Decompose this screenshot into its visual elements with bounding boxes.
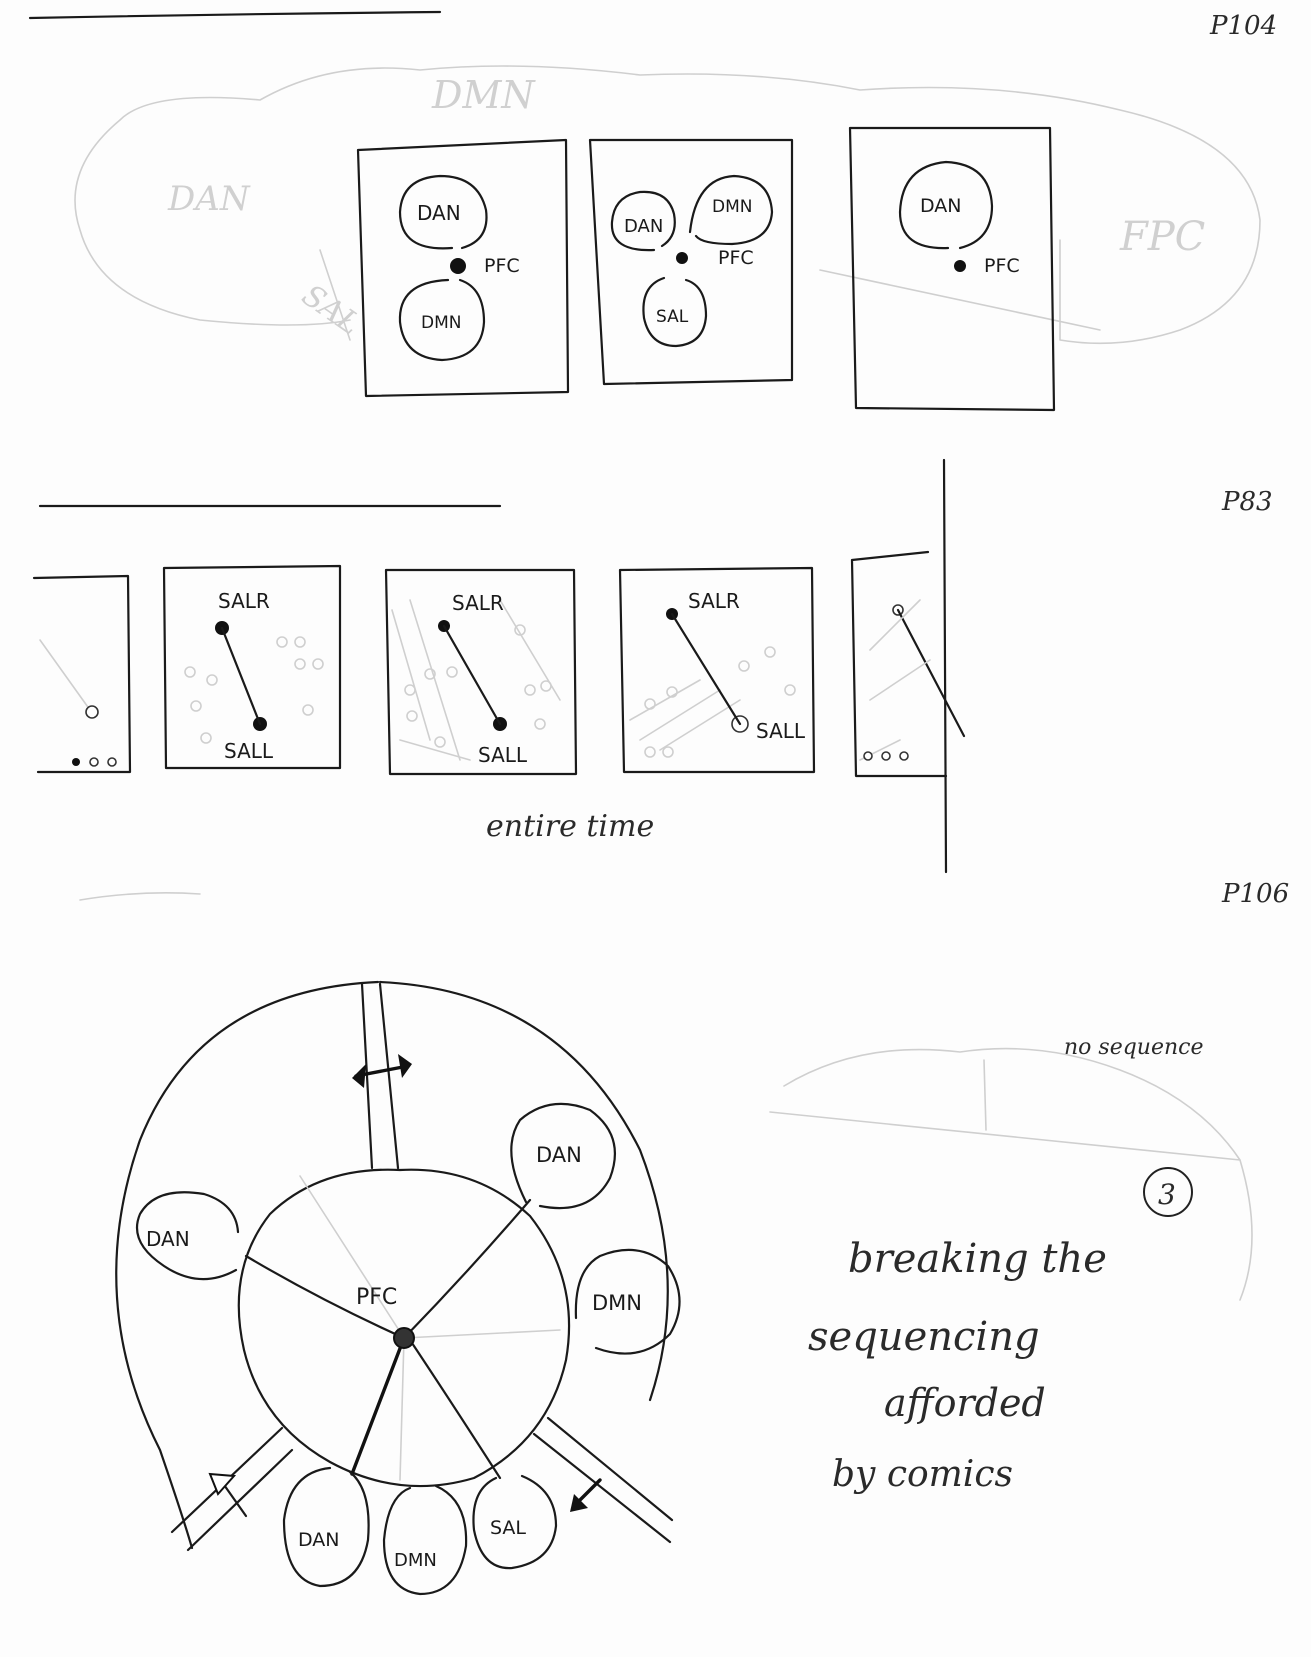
bg-label-dmn: DMN	[431, 73, 536, 117]
pfc-hub-1	[450, 258, 466, 274]
background-cloud	[74, 65, 1261, 345]
middle-row-frame	[38, 458, 948, 874]
note-line-2: sequencing	[808, 1314, 1040, 1360]
node-dmn-2-label: DMN	[712, 197, 752, 217]
bottom-divider	[79, 892, 201, 901]
mid-panel-3: SALR SALL	[618, 566, 816, 774]
note-line-4: by comics	[832, 1454, 1013, 1495]
node-dan-2	[610, 190, 676, 252]
page-ref-p104: P104	[1209, 11, 1277, 41]
satellite-sal-bottom-right-label: SAL	[490, 1517, 526, 1539]
pfc-label-3: PFC	[984, 255, 1020, 277]
pfc-hub-center	[393, 1327, 415, 1349]
top-panel-3: DAN PFC	[848, 126, 1056, 412]
node-dmn-2	[688, 174, 774, 246]
node-dan-3-label: DAN	[920, 195, 962, 217]
top-panel-1: DAN DMN PFC	[356, 138, 570, 398]
mid-panel-partial-right	[850, 550, 966, 778]
double-arrow-top	[352, 1054, 412, 1088]
bg-label-fpc: FPC	[1119, 214, 1205, 260]
satellite-dan-left-label: DAN	[146, 1227, 190, 1251]
node-dan-1-label: DAN	[417, 201, 461, 225]
node-dmn-1	[398, 278, 486, 362]
satellite-dmn-bottom: DMN	[382, 1484, 468, 1596]
top-rule-line	[28, 10, 442, 20]
arrow-up-left	[208, 1472, 248, 1518]
node-dan-1	[398, 174, 488, 250]
page-ref-p83: P83	[1221, 487, 1273, 517]
top-panel-2: DAN DMN SAL PFC	[588, 138, 794, 386]
node-dan-2-label: DAN	[624, 216, 663, 237]
radial-outer-ring	[115, 980, 674, 1552]
node-dmn-1-label: DMN	[421, 313, 461, 333]
bg-label-dan: DAN	[167, 179, 251, 219]
mid-panel-3-top-label: SALR	[688, 589, 740, 613]
note-line-1: breaking the	[848, 1236, 1107, 1282]
satellite-dan-left: DAN	[135, 1191, 240, 1281]
pfc-hub-3	[954, 260, 966, 272]
mid-panel-2: SALR SALL	[384, 568, 578, 776]
page-ref-p106: P106	[1221, 879, 1289, 909]
mid-panel-2-bottom-label: SALL	[478, 743, 528, 767]
pfc-label-center: PFC	[356, 1285, 397, 1310]
arrow-down-right	[570, 1478, 602, 1512]
satellite-dmn-bottom-label: DMN	[394, 1550, 437, 1571]
note-line-3: afforded	[884, 1381, 1046, 1425]
right-sketch-cloud	[769, 1047, 1253, 1301]
satellite-dmn-right: DMN	[574, 1248, 681, 1355]
radial-inner-circle	[237, 1168, 571, 1488]
bg-label-sal: SAL	[295, 278, 366, 342]
satellite-dan-top-right-label: DAN	[536, 1143, 582, 1167]
node-sal-2-label: SAL	[656, 307, 689, 327]
mid-panel-1: SALR SALL	[162, 564, 342, 770]
satellite-sal-bottom-right: SAL	[472, 1474, 558, 1570]
note-number-circle	[1143, 1167, 1193, 1217]
mid-panel-2-top-label: SALR	[452, 591, 504, 615]
mid-panel-1-top-label: SALR	[218, 589, 270, 613]
pfc-label-2: PFC	[718, 247, 754, 269]
satellite-dan-top-right: DAN	[510, 1102, 617, 1210]
mid-panel-partial-left	[32, 574, 132, 774]
satellite-dan-bottom-left-label: DAN	[298, 1529, 340, 1551]
caption-entire-time: entire time	[486, 809, 654, 844]
satellite-dmn-right-label: DMN	[592, 1291, 642, 1315]
radial-spokes	[244, 1175, 561, 1481]
satellite-dan-bottom-left: DAN	[282, 1466, 370, 1588]
pfc-label-1: PFC	[484, 255, 520, 277]
mid-panel-3-bottom-label: SALL	[756, 719, 806, 743]
node-sal-2	[642, 276, 708, 348]
note-no-sequence: no sequence	[1064, 1035, 1204, 1060]
mid-panel-1-bottom-label: SALL	[224, 739, 274, 763]
node-dan-3	[898, 160, 994, 250]
pfc-hub-2	[676, 252, 688, 264]
note-number: 3	[1158, 1178, 1176, 1211]
